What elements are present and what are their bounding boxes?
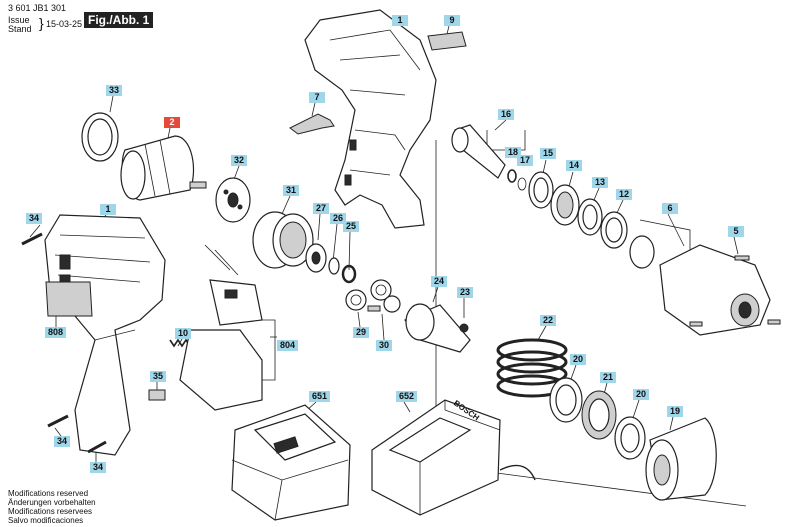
callout-20b: 20: [633, 389, 650, 400]
callout-804: 804: [277, 340, 299, 351]
callout-34-mid: 34: [54, 436, 71, 447]
callout-32: 32: [231, 155, 248, 166]
callout-22: 22: [540, 315, 557, 326]
issue-date: 15-03-25: [46, 19, 83, 29]
washer: [328, 257, 340, 275]
callout-33: 33: [106, 85, 123, 96]
housing-half-top: [304, 9, 437, 229]
label-plate: [427, 31, 467, 51]
hammer-case: [629, 235, 781, 336]
hammer: [645, 417, 717, 501]
callout-29: 29: [353, 327, 370, 338]
callout-25: 25: [343, 221, 360, 232]
callout-31: 31: [283, 185, 300, 196]
callout-19: 19: [667, 406, 684, 417]
anvil: [451, 124, 527, 191]
charger: [371, 399, 536, 516]
callout-20a: 20: [570, 354, 587, 365]
callout-21: 21: [600, 372, 617, 383]
switch-lever: [289, 113, 335, 135]
footer-line-fr: Modifications reservees: [8, 507, 93, 516]
callout-34-bottom: 34: [90, 462, 107, 473]
planet-gears: [345, 279, 401, 313]
switch-module: [179, 244, 263, 411]
callout-2: 2: [164, 117, 180, 128]
callout-15: 15: [540, 148, 557, 159]
callout-7: 7: [309, 92, 325, 103]
callout-6: 6: [662, 203, 678, 214]
callout-1: 1: [392, 15, 408, 26]
brace: }: [39, 15, 44, 31]
callout-12: 12: [616, 189, 633, 200]
nameplate: [45, 281, 93, 317]
callout-10: 10: [175, 328, 192, 339]
footer-line-en: Modifications reserved: [8, 489, 89, 498]
callout-808: 808: [45, 327, 67, 338]
callout-651: 651: [309, 391, 331, 402]
ring-gear: [252, 211, 314, 269]
spring: [169, 338, 191, 348]
stand-label: Stand: [8, 24, 32, 34]
callout-1-left: 1: [100, 204, 116, 215]
callout-18: 18: [505, 147, 522, 158]
callout-24: 24: [431, 276, 448, 287]
callout-13: 13: [592, 177, 609, 188]
screws: [21, 232, 107, 454]
callout-16: 16: [498, 109, 515, 120]
figure-label: Fig./Abb. 1: [84, 12, 154, 28]
motor: [120, 135, 207, 201]
bearing-flange: [215, 177, 251, 223]
spindle: [404, 303, 471, 353]
ring-33: [81, 112, 119, 162]
callout-652: 652: [396, 391, 418, 402]
issue-label: Issue: [8, 15, 30, 25]
footer-line-de: Änderungen vorbehalten: [8, 498, 96, 507]
plug: [148, 389, 166, 401]
part-number: 3 601 JB1 301: [8, 3, 67, 13]
callout-27: 27: [313, 203, 330, 214]
callout-5: 5: [728, 226, 744, 237]
callout-26: 26: [330, 213, 347, 224]
o-ring: [341, 264, 357, 284]
battery-pack: [231, 404, 351, 521]
callout-34-top: 34: [26, 213, 43, 224]
callout-35: 35: [150, 371, 167, 382]
callout-14: 14: [566, 160, 583, 171]
callout-30: 30: [376, 340, 393, 351]
callout-17: 17: [517, 155, 534, 166]
callout-9: 9: [444, 15, 460, 26]
footer-line-es: Salvo modificaciones: [8, 516, 84, 525]
callout-23: 23: [457, 287, 474, 298]
